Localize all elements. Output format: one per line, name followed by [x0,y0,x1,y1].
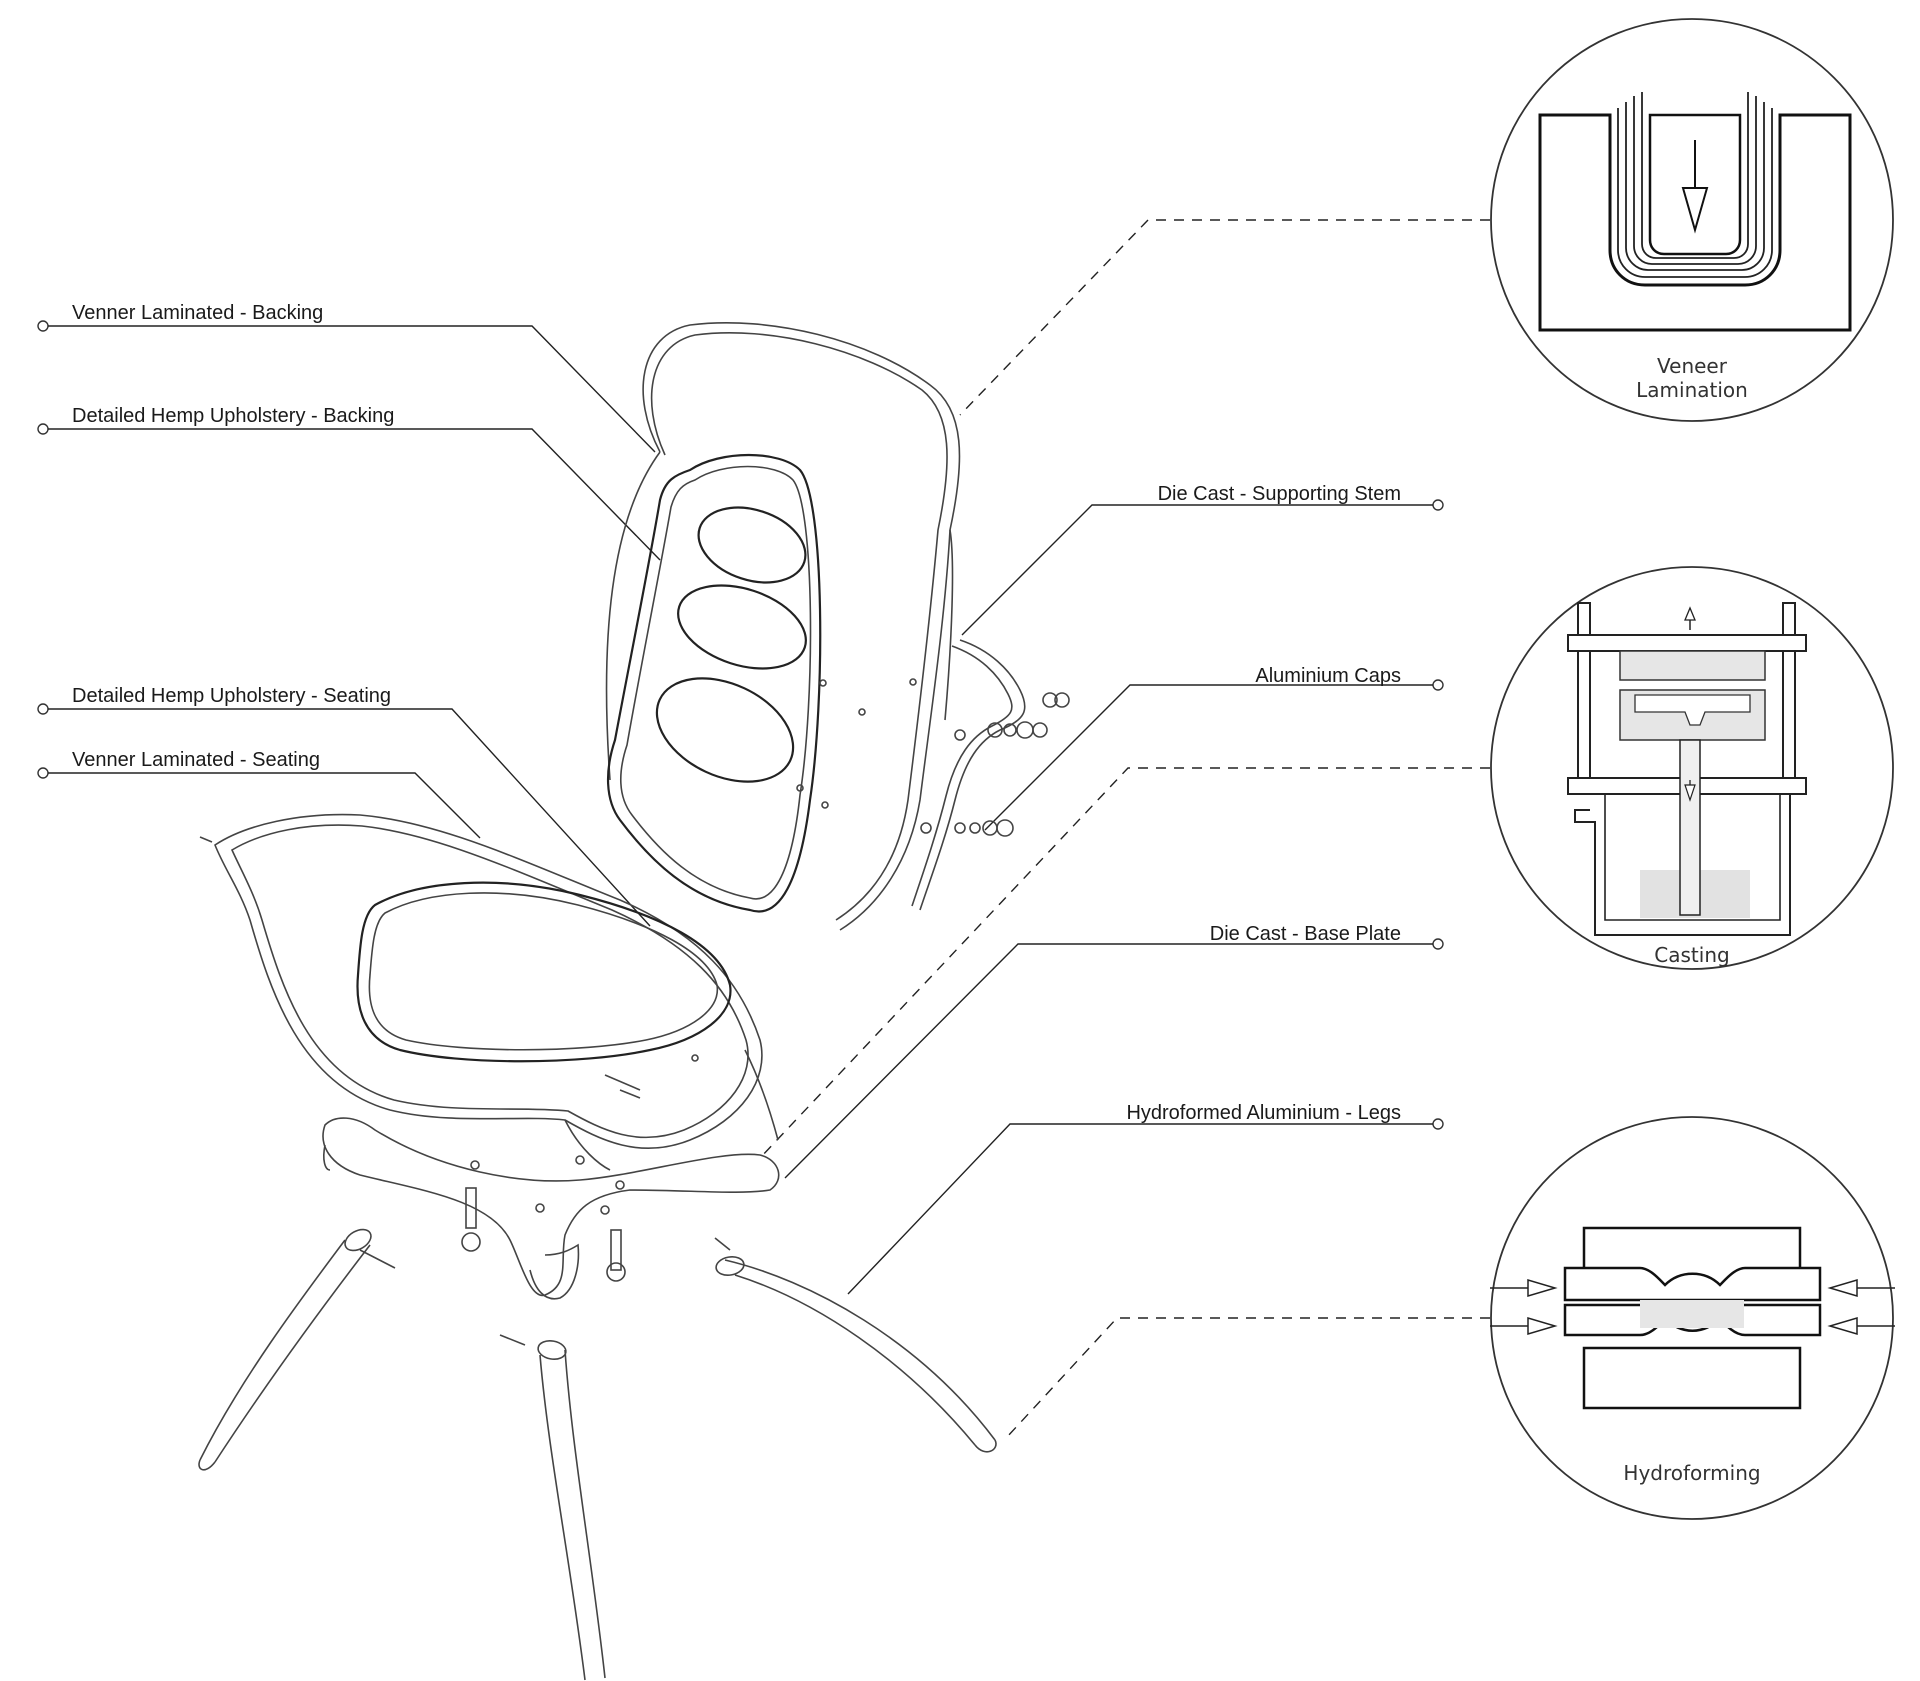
label-text: Die Cast - Supporting Stem [1158,483,1401,505]
label-text: Hydroformed Aluminium - Legs [1126,1102,1401,1124]
supporting-stem [911,639,1026,911]
label-text: Detailed Hemp Upholstery - Seating [72,685,391,707]
hydroformed-legs [198,1228,997,1681]
label-text: Die Cast - Base Plate [1210,923,1401,945]
leader-endpoint [1432,938,1444,950]
process-caption: Veneer [1657,354,1728,378]
backrest-cutout-1 [697,506,807,584]
die-cast-base-plate [322,1117,780,1300]
chair-backrest-upholstery [607,453,822,913]
process-caption: Casting [1654,943,1729,967]
process-hydroforming: Hydroforming [1490,1116,1895,1520]
label-stem: Die Cast - Supporting Stem [961,483,1444,636]
leader-endpoint [37,767,49,779]
leader-endpoint [1432,1118,1444,1130]
process-veneer-lamination: Veneer Lamination [1490,18,1894,422]
connector-casting [759,767,1490,1159]
leader-endpoint [37,423,49,435]
process-casting: Casting [1490,566,1894,970]
leader-endpoint [1432,499,1444,511]
process-caption: Lamination [1636,378,1748,402]
chair-backrest-veneer [605,322,961,931]
label-text: Venner Laminated - Seating [72,749,320,771]
connector-hydroforming [1006,1317,1490,1438]
label-text: Aluminium Caps [1255,665,1401,687]
label-hemp-seating: Detailed Hemp Upholstery - Seating [37,685,651,927]
aluminium-caps [920,692,1070,837]
label-base-plate: Die Cast - Base Plate [784,923,1444,1179]
leader-endpoint [1432,679,1444,691]
backrest-cutout-3 [655,677,795,783]
label-caps: Aluminium Caps [984,665,1444,831]
label-veneer-backing: Venner Laminated - Backing [37,302,656,453]
chair-seat-upholstery [356,881,732,1063]
leader-endpoint [37,703,49,715]
label-hemp-backing: Detailed Hemp Upholstery - Backing [37,405,661,561]
label-text: Venner Laminated - Backing [72,302,323,324]
leader-endpoint [37,320,49,332]
connector-veneer [959,219,1490,416]
label-legs: Hydroformed Aluminium - Legs [847,1102,1444,1295]
label-text: Detailed Hemp Upholstery - Backing [72,405,394,427]
base-bolts [359,1187,731,1346]
process-caption: Hydroforming [1623,1461,1760,1485]
label-veneer-seating: Venner Laminated - Seating [37,749,481,839]
backrest-cutout-2 [677,584,807,670]
chair-seat-veneer [214,813,779,1171]
screws [199,678,917,1099]
